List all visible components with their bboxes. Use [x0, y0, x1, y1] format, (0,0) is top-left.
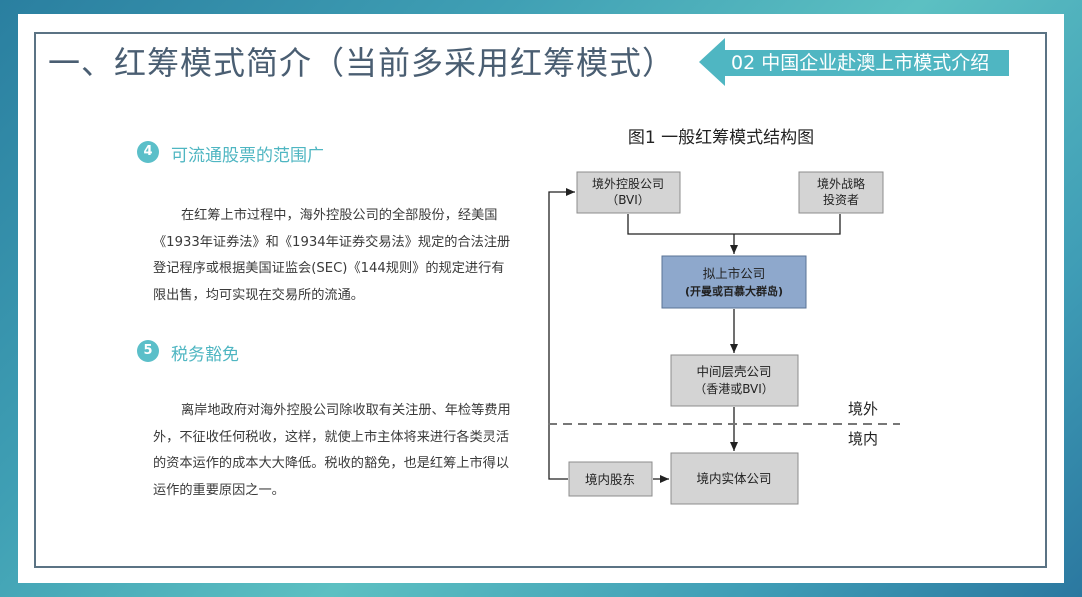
- svg-text:境内股东: 境内股东: [585, 472, 635, 487]
- node-domestic-shareholder: 境内股东: [568, 461, 653, 497]
- svg-text:中间层壳公司: 中间层壳公司: [696, 364, 771, 379]
- item-heading: 可流通股票的范围广: [171, 146, 324, 166]
- item-paragraph: 在红筹上市过程中，海外控股公司的全部股份，经美国《1933年证券法》和《1934…: [153, 208, 511, 303]
- item-paragraph: 离岸地政府对海外控股公司除收取有关注册、年检等费用外，不征收任何税收，这样，就使…: [153, 403, 511, 498]
- item-number-badge: 4: [137, 141, 159, 163]
- slide-border: [34, 32, 1047, 568]
- page-title: 一、红筹模式简介（当前多采用红筹模式）: [48, 44, 676, 82]
- item-heading: 税务豁免: [171, 345, 239, 365]
- section-tag: 02 中国企业赴澳上市模式介绍: [699, 38, 1009, 86]
- connector-top-merge: [627, 214, 841, 235]
- svg-text:境内实体公司: 境内实体公司: [696, 471, 771, 486]
- section-tag-label: 02 中国企业赴澳上市模式介绍: [725, 50, 1009, 76]
- node-offshore-holding: 境外控股公司 （BVI）: [576, 171, 681, 214]
- svg-text:（BVI）: （BVI）: [606, 193, 650, 207]
- node-strategic-investor: 境外战略 投资者: [798, 171, 884, 214]
- node-intermediate-shell: 中间层壳公司 （香港或BVI）: [670, 354, 799, 407]
- diagram-connectors: [548, 188, 841, 483]
- svg-text:投资者: 投资者: [823, 192, 859, 207]
- connector-shareholder-to-holding: [548, 188, 575, 480]
- svg-text:境外战略: 境外战略: [817, 176, 865, 191]
- svg-text:（香港或BVI）: （香港或BVI）: [694, 382, 774, 396]
- region-offshore-label: 境外: [848, 400, 878, 418]
- node-domestic-entity: 境内实体公司: [670, 452, 799, 505]
- svg-text:境外控股公司: 境外控股公司: [592, 176, 664, 191]
- diagram-title: 图1 一般红筹模式结构图: [628, 128, 814, 148]
- slide: [18, 14, 1064, 583]
- node-listing-company: 拟上市公司 (开曼或百慕大群岛): [661, 255, 807, 309]
- region-domestic-label: 境内: [848, 430, 878, 448]
- section-tag-arrow-icon: [699, 38, 725, 86]
- svg-text:(开曼或百慕大群岛): (开曼或百慕大群岛): [685, 284, 783, 298]
- svg-text:拟上市公司: 拟上市公司: [703, 266, 766, 281]
- item-number-badge: 5: [137, 340, 159, 362]
